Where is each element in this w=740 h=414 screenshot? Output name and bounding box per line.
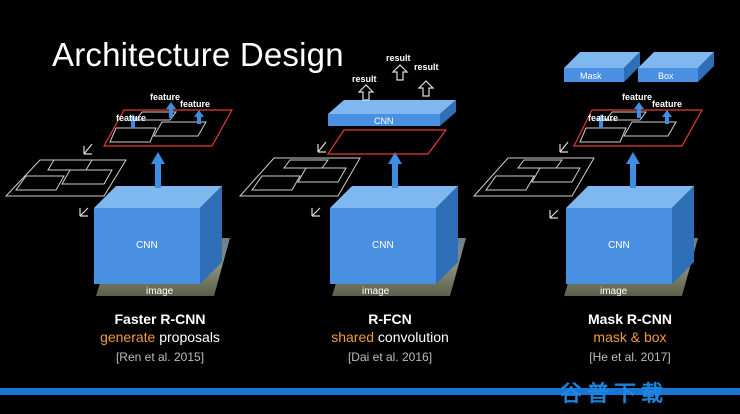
mask-top-face — [564, 52, 640, 68]
box-side-face — [698, 52, 714, 82]
box-top-face — [638, 52, 714, 68]
cnn-block: CNN — [566, 186, 694, 284]
up-arrow — [151, 152, 165, 188]
cnn-top-face — [566, 186, 694, 208]
cnn-front-face — [328, 114, 440, 126]
cnn-block: CNN — [94, 186, 222, 284]
feature-label: feature — [116, 113, 146, 123]
image-label: image — [600, 286, 628, 297]
box-front-face — [638, 68, 698, 82]
outline-arrow-down — [79, 207, 89, 217]
subtitle-text: convolution — [374, 329, 449, 345]
caption-rfcn: R-FCN shared convolution [Dai et al. 201… — [300, 310, 480, 366]
cnn-top-face — [330, 186, 458, 208]
column-faster-rcnn: image CNN — [4, 92, 234, 297]
result-outline-arrows — [357, 64, 435, 101]
bottom-accent-bar — [0, 388, 740, 395]
cnn-side-face — [440, 100, 456, 126]
cnn-block: CNN — [330, 186, 458, 284]
column-mask-rcnn: image CNN — [472, 52, 714, 297]
caption-faster-rcnn: Faster R-CNN generate proposals [Ren et … — [70, 310, 250, 366]
feature-label: feature — [180, 99, 210, 109]
outline-arrow-up — [83, 143, 93, 155]
model-name: Mask R-CNN — [587, 311, 672, 327]
cnn-side-face — [672, 186, 694, 284]
outline-arrow-down — [311, 207, 321, 217]
outline-arrow-down — [549, 209, 559, 219]
cnn-label: CNN — [608, 240, 630, 251]
cnn-top-face — [94, 186, 222, 208]
highlight-text: shared — [331, 329, 375, 345]
citation: [Dai et al. 2016] — [347, 350, 433, 364]
citation: [He et al. 2017] — [589, 350, 671, 364]
feature-map-plane — [4, 159, 127, 197]
box-label: Box — [658, 71, 674, 81]
cnn-side-face — [436, 186, 458, 284]
mask-front-face — [564, 68, 624, 82]
subtitle-text: proposals — [155, 329, 220, 345]
roi-arrows — [128, 102, 204, 128]
outline-arrow-up — [317, 141, 327, 153]
model-name: Faster R-CNN — [114, 311, 206, 327]
cnn-side-face — [200, 186, 222, 284]
mask-head-block: Mask — [564, 52, 640, 82]
mask-side-face — [624, 52, 640, 82]
cnn-front-face — [330, 208, 436, 284]
roi-feature-plane — [102, 109, 234, 147]
citation: [Ren et al. 2015] — [115, 350, 205, 364]
cnn-label: CNN — [374, 116, 394, 126]
roi-arrows — [596, 102, 672, 128]
cnn-result-block: CNN — [328, 100, 456, 126]
image-label: image — [146, 286, 174, 297]
feature-label: feature — [588, 113, 618, 123]
highlight-text: mask & box — [593, 329, 667, 345]
result-label: result — [386, 53, 411, 63]
cnn-label: CNN — [136, 240, 158, 251]
model-subtitle: shared convolution — [300, 328, 480, 346]
result-label: result — [414, 62, 439, 72]
result-label: result — [352, 74, 377, 84]
image-label: image — [362, 286, 390, 297]
cnn-front-face — [566, 208, 672, 284]
roi-feature-plane — [573, 109, 704, 147]
model-subtitle: generate proposals — [70, 328, 250, 346]
cnn-front-face — [94, 208, 200, 284]
box-head-block: Box — [638, 52, 714, 82]
outline-arrow-up — [559, 141, 569, 153]
up-arrow — [388, 152, 402, 188]
highlight-text: generate — [100, 329, 156, 345]
watermark-logo: 谷普下载 — [560, 381, 669, 406]
feature-map-plane — [472, 157, 595, 197]
up-arrow — [626, 152, 640, 188]
feature-label: feature — [150, 92, 180, 102]
feature-map-plane — [238, 157, 361, 197]
slide-title: Architecture Design — [52, 36, 344, 73]
model-subtitle: mask & box — [540, 328, 720, 346]
cnn-label: CNN — [372, 240, 394, 251]
column-rfcn: image CNN CNN — [238, 53, 466, 297]
cnn-top-face — [328, 100, 456, 114]
roi-feature-plane — [326, 129, 448, 155]
mask-label: Mask — [580, 71, 602, 81]
caption-mask-rcnn: Mask R-CNN mask & box [He et al. 2017] — [540, 310, 720, 366]
feature-label: feature — [622, 92, 652, 102]
feature-label: feature — [652, 99, 682, 109]
model-name: R-FCN — [368, 311, 412, 327]
